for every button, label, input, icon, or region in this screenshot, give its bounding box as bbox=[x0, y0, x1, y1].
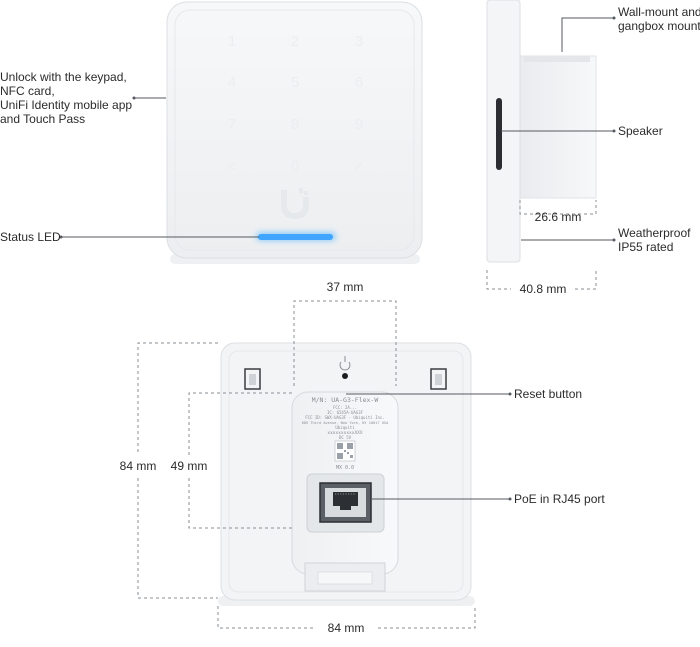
unlock-label-line: NFC card, bbox=[0, 84, 55, 98]
rj45-port-icon bbox=[319, 482, 372, 523]
back-label-line: 685 Third Avenue, New York, NY 10017 USA bbox=[302, 421, 389, 425]
keypad-key: 9 bbox=[355, 116, 363, 133]
mount-slot-left bbox=[244, 368, 261, 390]
status-led bbox=[258, 234, 333, 240]
status-led-leader-dot bbox=[59, 235, 63, 239]
wall-mount-label-line: gangbox mount bbox=[618, 19, 700, 33]
back-label-line: FCC: 2A... bbox=[333, 405, 357, 410]
side-backplate-lip bbox=[524, 56, 590, 62]
dim-keypad-height-top bbox=[188, 392, 292, 455]
poe-port-label: PoE in RJ45 port bbox=[514, 492, 605, 506]
unlock-label-line: UniFi Identity mobile app bbox=[0, 98, 132, 112]
bottom-latch-inner bbox=[317, 571, 373, 585]
reset-leader-dot bbox=[508, 392, 512, 396]
keypad-key: 1 bbox=[228, 33, 236, 50]
dim-side-total-right bbox=[575, 270, 597, 290]
dim-side-inner bbox=[519, 200, 597, 215]
keypad-key: ✓ bbox=[353, 158, 366, 175]
dim-keypad-height-label: 49 mm bbox=[171, 459, 208, 473]
weatherproof-label-line: Weatherproof bbox=[618, 226, 691, 240]
weatherproof-label-line: IP55 rated bbox=[618, 240, 673, 254]
back-label-line: DC 5V bbox=[339, 435, 352, 440]
back-label-model: M/N: UA-G3-Flex-W bbox=[312, 396, 379, 404]
keypad-key: < bbox=[228, 158, 237, 175]
mount-slot-right-inner bbox=[435, 374, 442, 385]
side-view bbox=[486, 0, 597, 263]
side-backplate bbox=[517, 55, 597, 199]
poe-leader-dot bbox=[508, 497, 512, 501]
dim-side-total-left bbox=[486, 270, 511, 290]
dim-keypad-height-bottom bbox=[188, 478, 292, 529]
weatherproof-leader-dot bbox=[612, 238, 616, 242]
reset-icon bbox=[339, 356, 351, 371]
keypad-key: 2 bbox=[291, 33, 299, 50]
reset-button-label: Reset button bbox=[514, 387, 582, 401]
mount-slot-right bbox=[430, 368, 447, 390]
qr-code-icon bbox=[334, 440, 356, 462]
keypad-key: 0 bbox=[291, 158, 299, 175]
unlock-leader-dot bbox=[132, 96, 136, 100]
wall-mount-leader-dot bbox=[612, 16, 616, 20]
dim-back-width-right bbox=[378, 606, 476, 629]
wall-mount-leader bbox=[561, 17, 614, 52]
back-label: M/N: UA-G3-Flex-W FCC: 2A... IC: 6545A-U… bbox=[302, 396, 389, 471]
back-label-line: FCC ID: SWX-UAG3F · Ubiquiti Inc. bbox=[305, 415, 384, 420]
dim-side-total-label: 40.8 mm bbox=[520, 282, 567, 296]
dim-side-inner-label: 26.6 mm bbox=[535, 210, 582, 224]
speaker-label: Speaker bbox=[618, 124, 663, 138]
keypad-key: 7 bbox=[228, 116, 236, 133]
dim-back-height-top bbox=[137, 342, 218, 455]
ubiquiti-logo-icon bbox=[281, 188, 309, 219]
dimension-labels: 26.6 mm 40.8 mm 37 mm 84 mm 49 mm 84 mm bbox=[120, 210, 582, 635]
callout-labels: Unlock with the keypad, NFC card, UniFi … bbox=[0, 5, 700, 506]
back-view: M/N: UA-G3-Flex-W FCC: 2A... IC: 6545A-U… bbox=[218, 342, 475, 606]
unlock-label-line: Unlock with the keypad, bbox=[0, 70, 127, 84]
front-view: 1 2 3 4 5 6 7 8 9 < 0 ✓ bbox=[166, 1, 423, 264]
keypad-key: 3 bbox=[355, 33, 363, 50]
leader-lines bbox=[59, 16, 616, 501]
back-label-line: Ubiquiti bbox=[335, 425, 355, 430]
keypad-key: 6 bbox=[355, 74, 363, 91]
dim-keypad-width-label: 37 mm bbox=[327, 280, 364, 294]
keypad-key: 4 bbox=[228, 74, 236, 91]
back-label-line: IC: 6545A-UAG3F bbox=[327, 410, 364, 415]
reset-button-hole bbox=[342, 373, 348, 379]
dim-back-width-label: 84 mm bbox=[328, 621, 365, 635]
status-led-label: Status LED bbox=[0, 230, 61, 244]
front-inner-edge bbox=[174, 9, 415, 251]
unlock-label-line: and Touch Pass bbox=[0, 112, 85, 126]
dim-back-height-label: 84 mm bbox=[120, 459, 157, 473]
front-housing bbox=[166, 1, 423, 259]
wall-mount-label-line: Wall-mount and bbox=[618, 5, 700, 19]
keypad-key: 5 bbox=[291, 74, 299, 91]
keypad-key: 8 bbox=[291, 116, 299, 133]
back-label-code: MX 0.0 bbox=[336, 465, 354, 471]
keypad: 1 2 3 4 5 6 7 8 9 < 0 ✓ bbox=[228, 33, 366, 175]
back-label-line: xxxxxxxxxxXXX bbox=[327, 430, 363, 436]
speaker-slot bbox=[496, 98, 502, 170]
dim-keypad-width bbox=[293, 300, 397, 386]
back-inner-edge bbox=[228, 350, 464, 593]
speaker-leader-dot bbox=[612, 129, 616, 133]
dim-back-height-bottom bbox=[137, 478, 218, 599]
dimension-lines bbox=[137, 200, 597, 629]
dim-back-width-left bbox=[217, 606, 315, 629]
mount-slot-left-inner bbox=[249, 374, 256, 385]
